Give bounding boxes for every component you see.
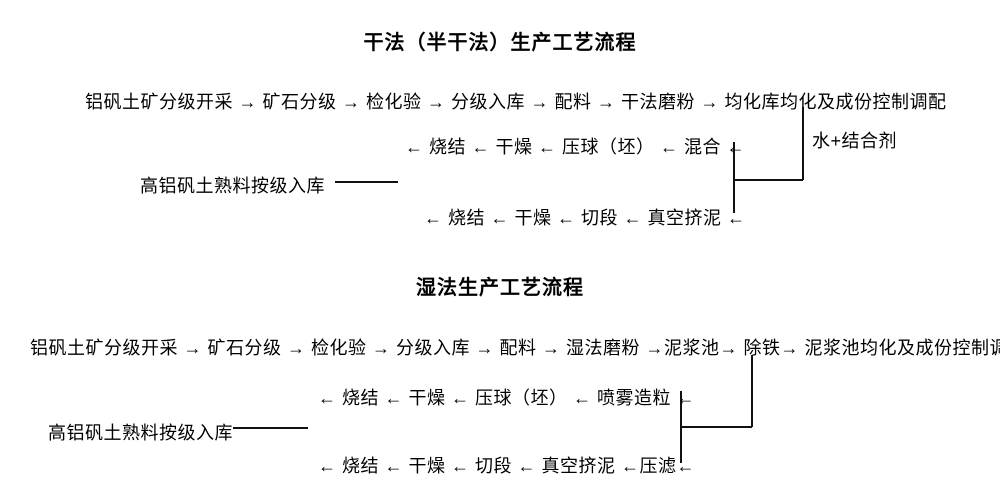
dry-process-title: 干法（半干法）生产工艺流程 xyxy=(363,32,637,54)
dry-extrusion-flow-row: ← 烧结 ← 干燥 ← 切段 ← 真空挤泥 ← xyxy=(424,208,746,228)
wet-junction-hline xyxy=(680,426,752,428)
dry-branch-vline xyxy=(733,142,735,213)
dry-briquette-flow-row: ← 烧结 ← 干燥 ← 压球（坯） ← 混合 ← xyxy=(405,137,746,157)
dry-main-drop-vline xyxy=(802,107,804,180)
wet-storage-label: 高铝矾土熟料按级入库 xyxy=(48,423,233,443)
dry-junction-hline xyxy=(733,179,803,181)
wet-process-title: 湿法生产工艺流程 xyxy=(416,277,584,299)
dry-storage-label: 高铝矾土熟料按级入库 xyxy=(140,176,325,196)
wet-briquette-flow-row: ← 烧结 ← 干燥 ← 压球（坯） ← 喷雾造粒 ← xyxy=(318,388,696,408)
dry-additive-label: 水+结合剂 xyxy=(812,131,898,151)
wet-main-drop-vline xyxy=(751,355,753,427)
wet-extrusion-flow-row: ← 烧结 ← 干燥 ← 切段 ← 真空挤泥 ←压滤← xyxy=(318,456,696,476)
dry-main-flow-row: 铝矾土矿分级开采 → 矿石分级 → 检化验 → 分级入库 → 配料 → 干法磨粉… xyxy=(85,92,947,112)
wet-main-flow-row: 铝矾土矿分级开采 → 矿石分级 → 检化验 → 分级入库 → 配料 → 湿法磨粉… xyxy=(30,338,1000,358)
dry-storage-hline xyxy=(335,181,398,183)
wet-storage-hline xyxy=(233,427,308,429)
wet-branch-vline xyxy=(680,391,682,463)
